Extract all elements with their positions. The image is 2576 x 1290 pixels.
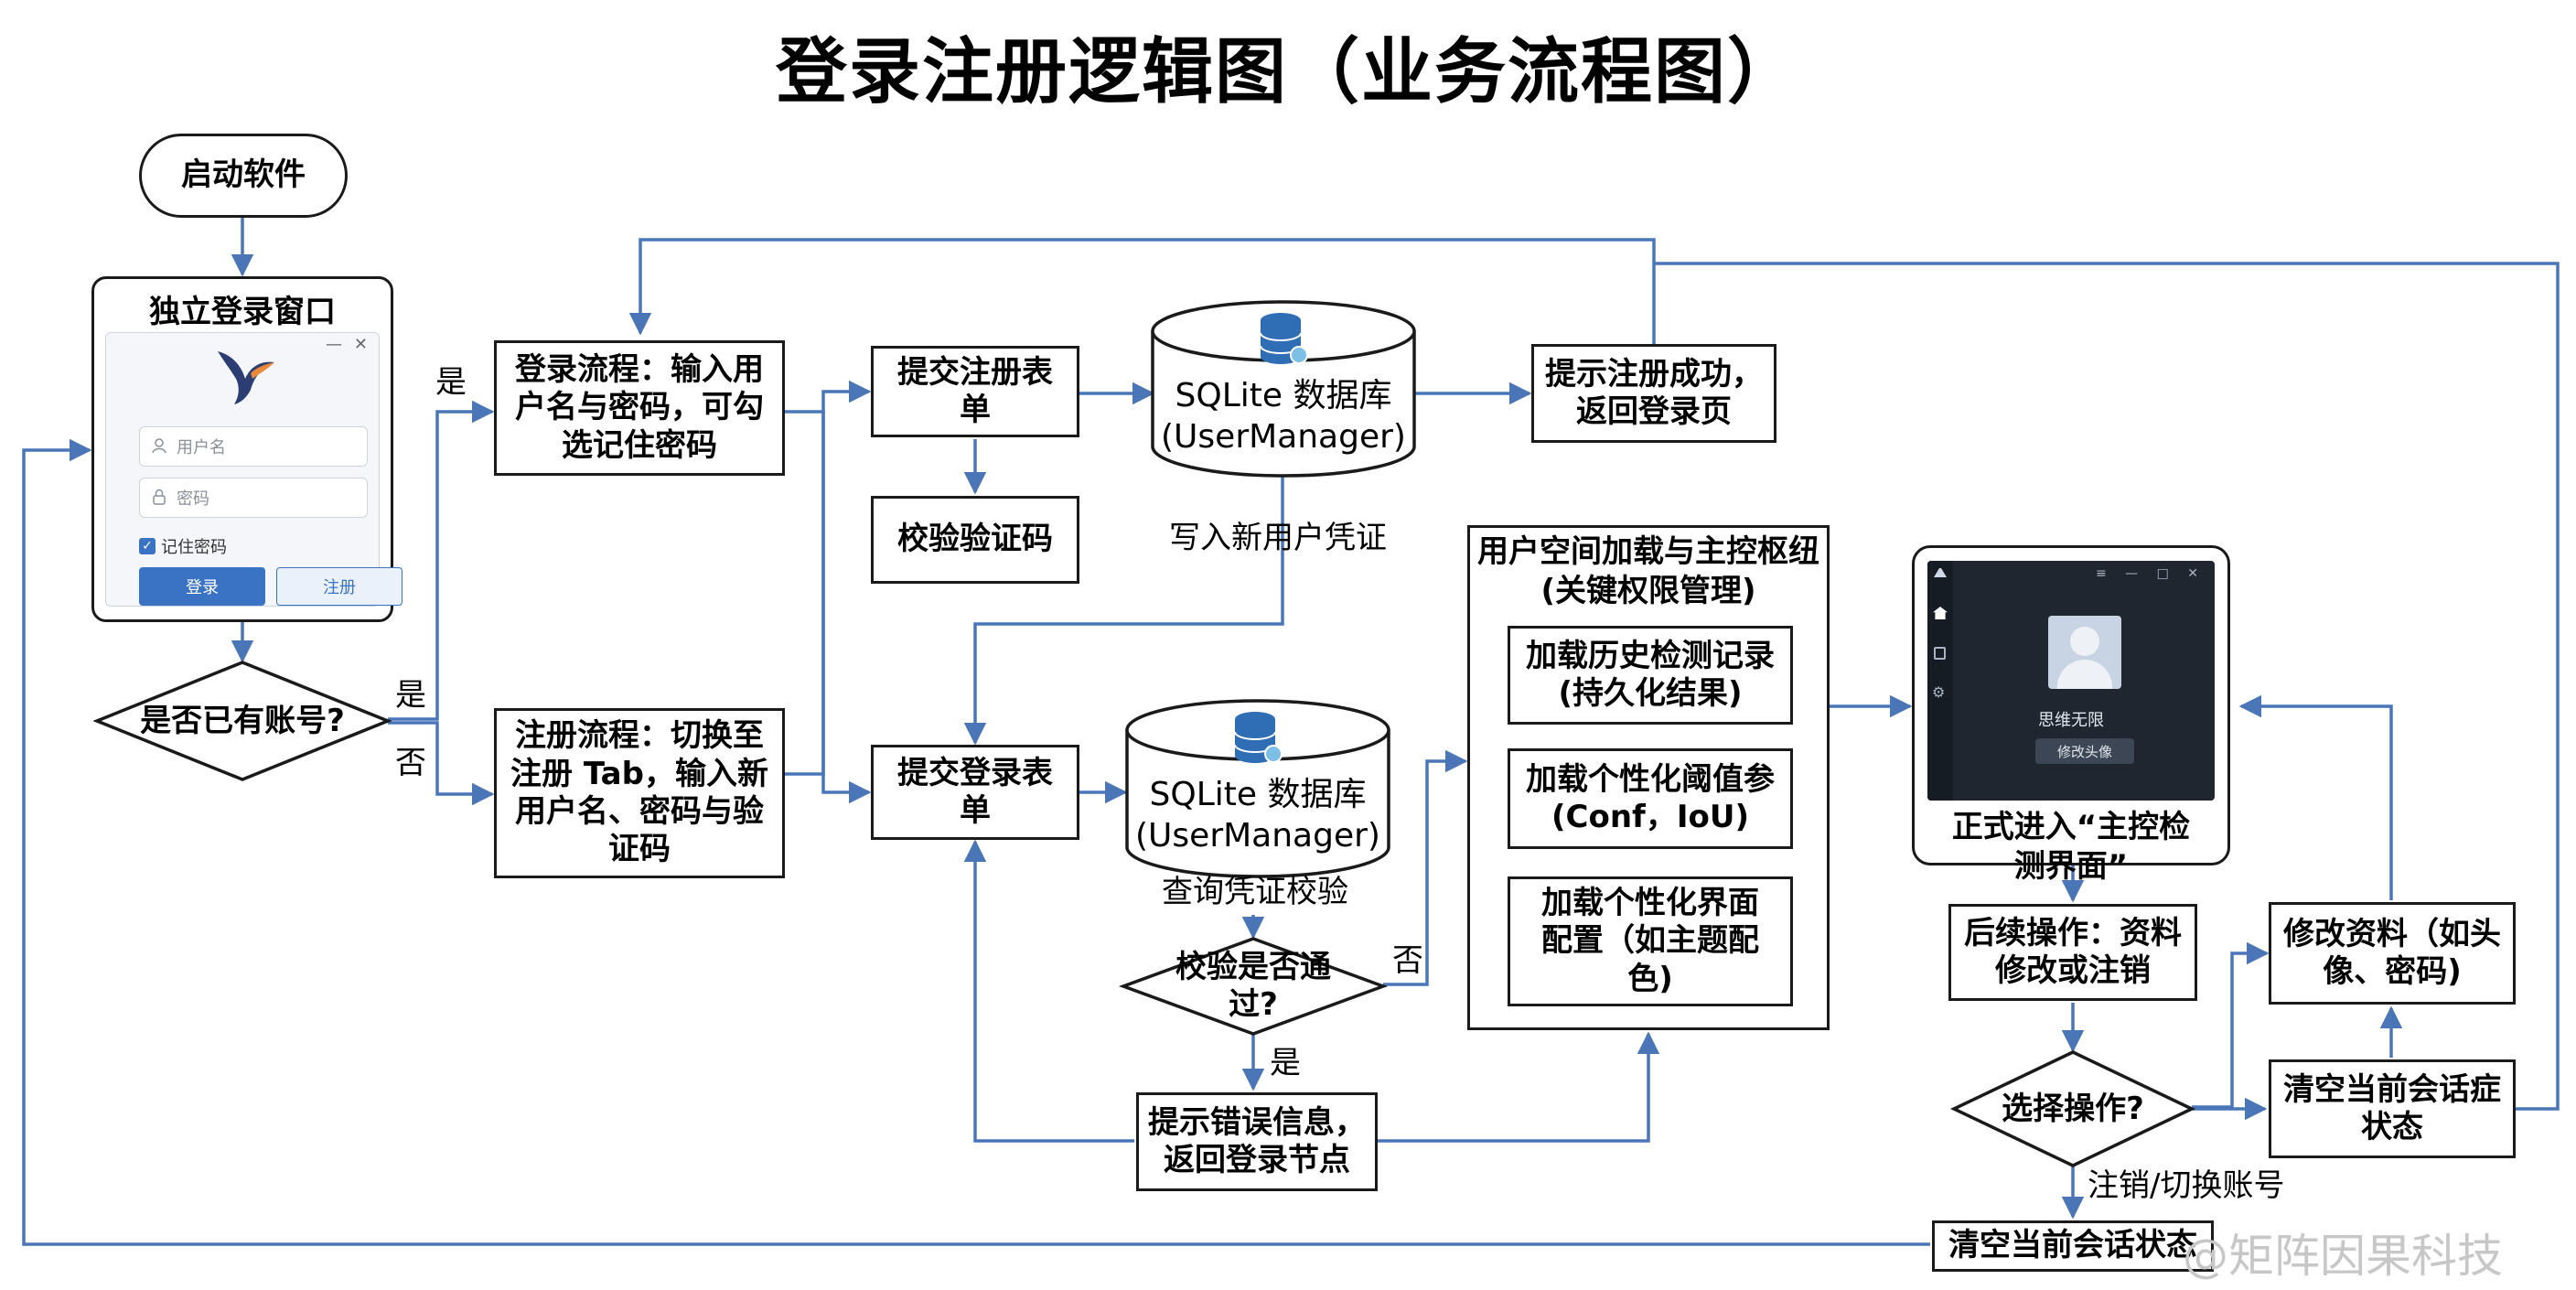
node-verify-code: 校验验证码	[871, 496, 1079, 584]
arrow-register-flow-to-submit-register	[785, 380, 872, 776]
avatar	[2048, 616, 2121, 689]
change-avatar-button[interactable]: 修改头像	[2035, 738, 2134, 764]
arrow-error-to-user-space	[1378, 1031, 1660, 1143]
lock-icon	[153, 489, 166, 505]
decision-choose: 选择操作?	[2002, 1090, 2144, 1127]
line-clear-right-loop	[1654, 262, 2560, 1111]
node-error: 提示错误信息， 返回登录节点	[1136, 1092, 1378, 1191]
node-db-bottom: SQLite 数据库 (UserManager)	[1135, 776, 1380, 855]
arrow-choose-to-edit	[2192, 941, 2270, 1109]
password-placeholder: 密码	[177, 489, 209, 509]
arrow-yes-to-login-flow	[388, 400, 495, 721]
bird-logo-icon	[218, 351, 274, 404]
decision-verify: 校验是否通 过?	[1175, 949, 1331, 1023]
gear-icon[interactable]: ⚙	[1932, 683, 1946, 701]
password-input[interactable]: 密码	[139, 478, 368, 518]
document-icon[interactable]	[1934, 647, 1946, 660]
node-clear-state-bottom: 清空当前会话状态	[1932, 1220, 2214, 1272]
register-button[interactable]: 注册	[276, 567, 402, 606]
login-window-mock: — ✕ 用户名 密码 ✓ 记住密码 登录 注册	[105, 332, 402, 607]
diagram-title: 登录注册逻辑图（业务流程图）	[775, 31, 1800, 113]
node-submit-login: 提交登录表单	[871, 745, 1079, 840]
node-register-success: 提示注册成功， 返回登录页	[1531, 344, 1776, 443]
close-icon: ✕	[353, 335, 368, 354]
node-main-app: ⚙ ≡ — □ ✕ 思维无限 修改头像 正式进入“主控检 测界面”	[1912, 545, 2230, 885]
arrow-clear-bottom-to-window	[22, 438, 1930, 1246]
node-load-threshold: 加载个性化阈值参 (Conf，IoU)	[1508, 748, 1793, 849]
node-load-history: 加载历史检测记录 (持久化结果)	[1508, 626, 1793, 725]
node-load-ui: 加载个性化界面 配置（如主题配 色)	[1508, 876, 1793, 1006]
arrow-db-write-to-submit-login	[963, 476, 1284, 746]
arrow-edit-to-main	[2238, 694, 2393, 900]
label-yes-mid: 是	[395, 677, 426, 714]
label-yes-verify: 是	[1270, 1045, 1301, 1081]
label-logout-switch: 注销/切换账号	[2088, 1167, 2285, 1204]
app-username: 思维无限	[2038, 711, 2104, 730]
node-login-flow: 登录流程：输入用 户名与密码，可勾 选记住密码	[494, 340, 785, 476]
node-clear-state-right: 清空当前会话症 状态	[2269, 1059, 2516, 1158]
app-screen-mock: ⚙ ≡ — □ ✕ 思维无限 修改头像	[1927, 561, 2215, 801]
label-write-credentials: 写入新用户凭证	[1169, 520, 1387, 556]
minimize-icon: —	[326, 335, 342, 354]
username-input[interactable]: 用户名	[139, 426, 368, 467]
checkbox-checked-icon: ✓	[139, 538, 156, 554]
node-register-flow: 注册流程：切换至 注册 Tab，输入新 用户名、密码与验 证码	[494, 708, 785, 878]
node-db-top: SQLite 数据库 (UserManager)	[1161, 377, 1406, 456]
label-query-credentials: 查询凭证校验	[1162, 874, 1348, 910]
arrow-login-flow-to-submit-login	[785, 410, 872, 804]
database-icon	[1260, 313, 1308, 364]
decision-verify-shape	[1118, 937, 1389, 1036]
node-start: 启动软件	[139, 134, 348, 218]
app-sidebar: ⚙	[1927, 561, 1953, 801]
home-icon[interactable]	[1933, 607, 1948, 619]
app-logo-icon	[1934, 568, 1947, 577]
arrow-register-success-to-login-flow	[628, 238, 1656, 344]
decision-has-account: 是否已有账号?	[140, 702, 345, 739]
remember-label: 记住密码	[161, 538, 227, 557]
db-bottom-shape	[1125, 699, 1390, 878]
main-app-caption: 正式进入“主控检 测界面”	[1951, 809, 2191, 885]
username-placeholder: 用户名	[177, 438, 226, 457]
decision-has-account-shape	[92, 661, 392, 781]
node-submit-register: 提交注册表单	[871, 346, 1079, 437]
login-window-title: 独立登录窗口	[149, 294, 336, 330]
arrow-verify-to-user-space	[1383, 749, 1468, 986]
database-icon	[1234, 712, 1283, 763]
user-space-title: 用户空间加载与主控枢纽 (关键权限管理)	[1477, 533, 1819, 609]
watermark: @矩阵因果科技	[2183, 1230, 2503, 1283]
node-edit-profile: 修改资料（如头 像、密码)	[2269, 902, 2516, 1005]
arrow-error-to-submit-login	[963, 839, 1134, 1143]
user-icon	[152, 438, 166, 454]
window-controls-icon[interactable]: ≡ — □ ✕	[2095, 566, 2206, 581]
login-button[interactable]: 登录	[139, 567, 265, 606]
label-no-verify: 否	[1392, 942, 1423, 979]
decision-choose-shape	[1949, 1050, 2196, 1167]
remember-checkbox[interactable]: ✓ 记住密码	[139, 534, 227, 558]
label-yes-top: 是	[435, 364, 467, 401]
node-followup: 后续操作：资料 修改或注销	[1948, 904, 2197, 1001]
node-login-window: 独立登录窗口 — ✕ 用户名 密码 ✓ 记住密码 登录 注册	[91, 276, 402, 622]
arrow-no-to-register-flow	[388, 721, 495, 806]
label-no-mid: 否	[395, 745, 426, 781]
